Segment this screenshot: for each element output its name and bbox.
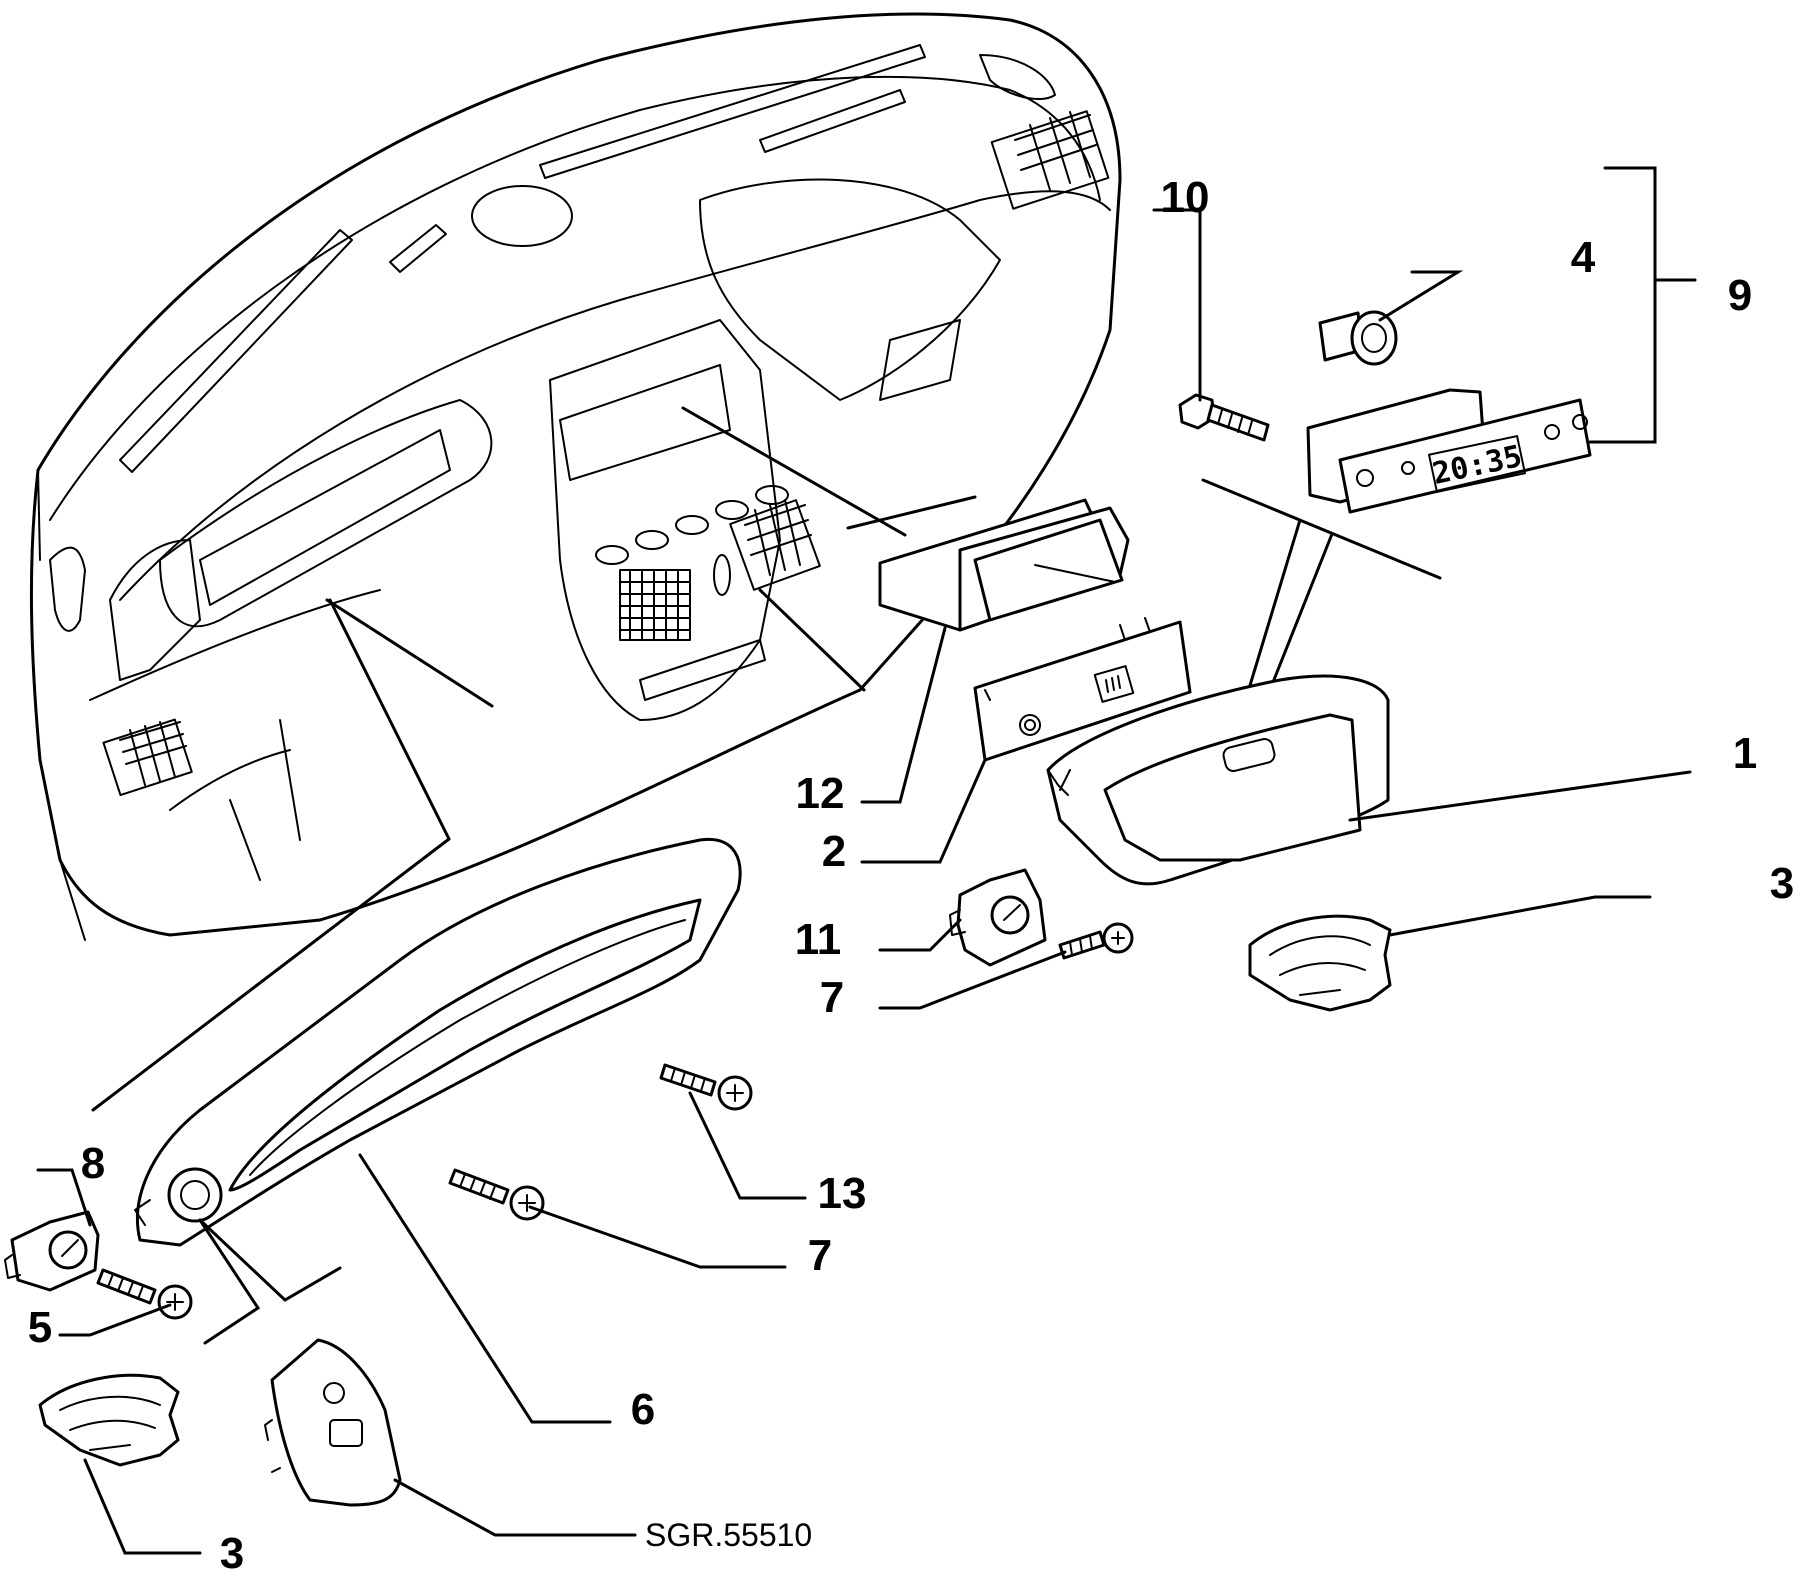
part-7-screw-low — [448, 1168, 545, 1221]
part-3-bottom-clip — [38, 1373, 180, 1467]
part-13-screw — [659, 1063, 753, 1111]
part-12-storage-tray — [878, 498, 1130, 632]
callout-7-mid: 7 — [820, 973, 844, 1022]
callout-1: 1 — [1733, 729, 1757, 778]
part-1-instrument-housing — [1046, 674, 1390, 886]
switch-cover — [264, 1338, 402, 1507]
callout-5: 5 — [28, 1303, 52, 1352]
part-3-right-clip — [1248, 914, 1392, 1012]
callout-13: 13 — [818, 1169, 867, 1218]
callout-10: 10 — [1161, 173, 1210, 222]
part-10-bolt — [1178, 393, 1270, 442]
callout-9: 9 — [1728, 271, 1752, 320]
part-8-lamp-holder — [4, 1210, 100, 1292]
callout-11: 11 — [795, 915, 842, 964]
callout-2: 2 — [822, 827, 846, 876]
dashboard-assembly — [29, 12, 1122, 941]
part-11-lamp-holder — [949, 868, 1047, 967]
callout-labels: 10 4 9 1 3 12 2 11 7 13 7 8 5 6 3 SGR.55… — [28, 173, 1794, 1574]
callout-8: 8 — [81, 1139, 105, 1188]
callout-7-low: 7 — [808, 1231, 832, 1280]
callout-12: 12 — [796, 769, 845, 818]
part-9-clock-unit: 20:35 — [1306, 388, 1592, 514]
callout-6: 6 — [631, 1385, 655, 1434]
reference-code: SGR.55510 — [645, 1517, 812, 1553]
callout-3-bottom: 3 — [220, 1529, 244, 1574]
part-6-instrument-bezel — [134, 837, 742, 1247]
part-7-screw-mid — [1058, 922, 1134, 960]
part-4-bulb — [1318, 310, 1398, 366]
part-2-switch-panel — [973, 617, 1192, 762]
callout-4: 4 — [1571, 233, 1596, 282]
part-5-screw — [96, 1268, 193, 1320]
assembly-leader-lines — [91, 406, 1442, 1112]
callout-3-right: 3 — [1770, 859, 1794, 908]
callout-leader-lines — [36, 166, 1697, 1555]
